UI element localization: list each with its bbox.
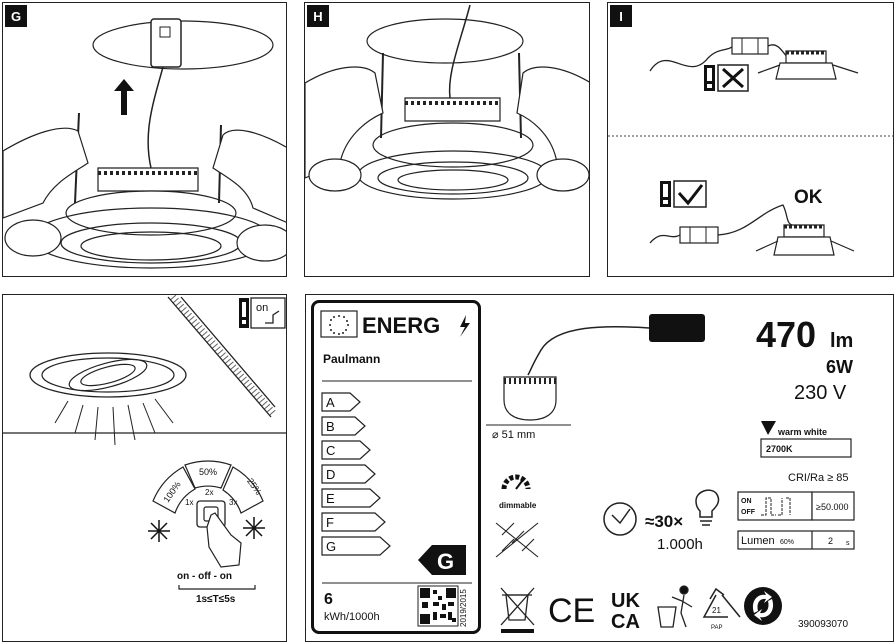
energy-class-letter: F [326, 515, 334, 530]
energy-class-letter: G [326, 539, 336, 554]
dim-50-text: 50% [199, 467, 217, 477]
energy-class-letter: D [326, 467, 335, 482]
lifetime-hours: 1.000h [657, 536, 703, 553]
ukca-top: UK [611, 590, 640, 612]
kwh-unit: kWh/1000h [324, 611, 380, 623]
article-number: 390093070 [798, 619, 848, 630]
tidyman-icon [657, 585, 693, 628]
hand-left-icon [3, 127, 89, 219]
panel-g-tag: G [5, 5, 27, 27]
green-dot-icon [744, 587, 782, 625]
panel-h-tag: H [307, 5, 329, 27]
lumen-unit: lm [830, 330, 853, 352]
volt-text: 230 V [794, 382, 847, 404]
lightning-icon [460, 315, 470, 337]
ok-text: OK [794, 187, 823, 208]
driver-box-icon [649, 314, 705, 342]
energy-class-arrow [321, 392, 361, 412]
tap-1x-text: 1x [185, 498, 193, 507]
product-specs-graphic: ⌀ 51 mm 470 lm 6W 230 V warm white 2700K… [486, 314, 855, 633]
not-for-pools-icon [495, 522, 539, 558]
energy-class-letter: C [326, 443, 335, 458]
lumen-pct: 60% [780, 539, 794, 546]
panel-h: H [304, 2, 590, 277]
hand-right-icon [212, 129, 286, 223]
energy-class-letter: E [326, 491, 335, 506]
light-burst-icon [243, 517, 265, 539]
hint-on-text: on [256, 302, 268, 314]
energy-word: ENERG [362, 313, 440, 338]
energy-class-arrow [321, 536, 391, 556]
kwh-value: 6 [324, 591, 333, 608]
ce-mark: CE [548, 592, 595, 630]
energy-class-letter: B [326, 419, 335, 434]
sequence-text: on - off - on [177, 571, 232, 582]
panel-dimming-illustration: on 100% 50% 25% 1x 2x 3x on - off - on 1… [3, 295, 286, 605]
recycle-code: PAP [711, 625, 723, 631]
cri-text: CRI/Ra ≥ 85 [788, 472, 848, 484]
dimmable-icon [501, 474, 531, 490]
lifetime-multiplier: ≈30× [645, 512, 683, 531]
tap-2x-text: 2x [205, 488, 213, 497]
timing-text: 1s≤T≤5s [196, 594, 236, 605]
switch-icon [265, 310, 280, 324]
switch-off-label: OFF [741, 509, 756, 516]
switch-on-label: ON [741, 498, 752, 505]
energy-class-arrow [321, 440, 371, 460]
lumen-label: Lumen [741, 535, 775, 547]
recycle-number: 21 [712, 606, 721, 615]
arrow-up-icon [114, 79, 134, 115]
hand-right-icon [516, 66, 589, 178]
light-burst-icon [148, 520, 170, 542]
selected-class-arrow [418, 545, 466, 575]
connector-icon [679, 226, 719, 244]
color-name-text: warm white [777, 427, 827, 437]
connector-icon [731, 37, 769, 55]
lumen-value: 470 [756, 314, 816, 355]
cycles-text: ≥50.000 [816, 502, 848, 512]
bulb-icon [695, 489, 720, 518]
dimmable-text: dimmable [499, 501, 537, 510]
qr-code-icon [417, 585, 459, 627]
energy-class-letter: A [326, 395, 335, 410]
lumen-time: 2 [828, 536, 833, 546]
hand-press-icon [206, 512, 242, 568]
lamp-module-icon [503, 376, 557, 421]
tap-3x-text: 3x [229, 498, 237, 507]
ukca-bottom: CA [611, 611, 640, 633]
watt-text: 6W [826, 357, 853, 377]
energy-class-arrow [321, 488, 381, 508]
energy-class-arrow [321, 416, 366, 436]
driver-box-icon [150, 18, 182, 68]
brand-name: Paulmann [323, 352, 380, 366]
selected-class-text: G [437, 549, 454, 574]
panel-i-illustration: OK [608, 37, 893, 256]
energy-class-arrow [321, 512, 386, 532]
panel-dimming: on 100% 50% 25% 1x 2x 3x on - off - on 1… [2, 294, 287, 642]
lumen-time-unit: s [846, 540, 850, 547]
clock-icon [603, 502, 637, 536]
panel-g: G [2, 2, 287, 277]
panel-i-tag: I [610, 5, 632, 27]
panel-i: I OK [607, 2, 894, 277]
recycling-triangle-icon [702, 587, 741, 618]
panel-g-illustration [3, 18, 286, 269]
hand-left-icon [305, 66, 384, 179]
energy-class-arrow [321, 464, 376, 484]
warm-white-marker-icon [761, 421, 776, 435]
color-temp-text: 2700K [766, 444, 793, 454]
diameter-text: ⌀ 51 mm [492, 429, 535, 441]
weee-bin-icon [500, 587, 535, 626]
regulation-text: 2019/2015 [459, 589, 468, 627]
panel-h-illustration [305, 4, 589, 200]
